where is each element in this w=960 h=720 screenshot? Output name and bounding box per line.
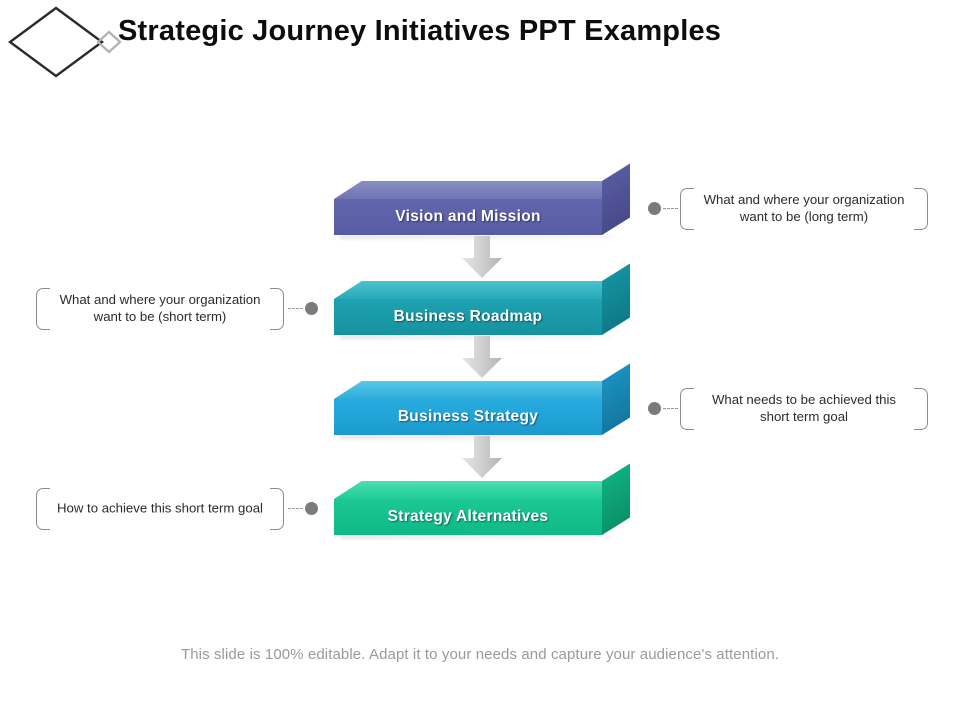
bracket-right bbox=[914, 188, 928, 230]
callout-vision-and-mission: What and where your organization want to… bbox=[648, 186, 928, 230]
process-step-vision-and-mission[interactable]: Vision and Mission bbox=[334, 163, 630, 239]
callout-text: How to achieve this short term goal bbox=[57, 500, 263, 516]
callout-bracket-box: What and where your organization want to… bbox=[680, 186, 928, 230]
arrow-down-icon bbox=[460, 236, 504, 280]
process-step-label: Strategy Alternatives bbox=[387, 508, 549, 525]
box-shadow bbox=[340, 535, 612, 539]
process-step-business-roadmap[interactable]: Business Roadmap bbox=[334, 263, 630, 339]
process-step-business-strategy[interactable]: Business Strategy bbox=[334, 363, 630, 439]
callout-connector bbox=[288, 508, 303, 509]
callout-strategy-alternatives: How to achieve this short term goal bbox=[36, 486, 318, 530]
callout-connector bbox=[663, 408, 678, 409]
callout-dot bbox=[305, 301, 318, 315]
box-front-face: Business Strategy bbox=[334, 399, 602, 435]
box-top-face bbox=[334, 481, 630, 499]
callout-text: What needs to be achieved this short ter… bbox=[711, 392, 896, 424]
diamond-outline-logo-icon bbox=[7, 4, 128, 80]
box-front-face: Business Roadmap bbox=[334, 299, 602, 335]
bracket-right bbox=[270, 288, 284, 330]
box-top-face bbox=[334, 181, 630, 199]
callout-dot bbox=[648, 401, 661, 415]
callout-bracket-box: What needs to be achieved this short ter… bbox=[680, 386, 928, 430]
callout-text: What and where your organization want to… bbox=[59, 292, 261, 324]
process-step-label: Vision and Mission bbox=[395, 208, 541, 225]
callout-text: What and where your organization want to… bbox=[703, 192, 905, 224]
process-step-strategy-alternatives[interactable]: Strategy Alternatives bbox=[334, 463, 630, 539]
slide-header: Strategic Journey Initiatives PPT Exampl… bbox=[0, 0, 960, 90]
box-front-face: Vision and Mission bbox=[334, 199, 602, 235]
callout-connector bbox=[288, 308, 303, 309]
box-top-face bbox=[334, 281, 630, 299]
callout-bracket-box: How to achieve this short term goal bbox=[36, 486, 284, 530]
box-side-face bbox=[602, 263, 630, 335]
page-title: Strategic Journey Initiatives PPT Exampl… bbox=[118, 15, 722, 47]
callout-business-roadmap: What and where your organization want to… bbox=[36, 286, 318, 330]
arrow-down-icon bbox=[460, 436, 504, 480]
bracket-left bbox=[36, 488, 50, 530]
process-step-label: Business Roadmap bbox=[393, 308, 543, 325]
callout-dot bbox=[648, 201, 661, 215]
callout-connector bbox=[663, 208, 678, 209]
slide-footer-note: This slide is 100% editable. Adapt it to… bbox=[180, 646, 780, 663]
callout-business-strategy: What needs to be achieved this short ter… bbox=[648, 386, 928, 430]
process-step-label: Business Strategy bbox=[397, 408, 539, 425]
box-front-face: Strategy Alternatives bbox=[334, 499, 602, 535]
bracket-right bbox=[270, 488, 284, 530]
bracket-left bbox=[680, 388, 694, 430]
bracket-right bbox=[914, 388, 928, 430]
box-side-face bbox=[602, 163, 630, 235]
arrow-down-icon bbox=[460, 336, 504, 380]
callout-dot bbox=[305, 501, 318, 515]
callout-bracket-box: What and where your organization want to… bbox=[36, 286, 284, 330]
box-top-face bbox=[334, 381, 630, 399]
bracket-left bbox=[680, 188, 694, 230]
bracket-left bbox=[36, 288, 50, 330]
box-side-face bbox=[602, 463, 630, 535]
box-side-face bbox=[602, 363, 630, 435]
